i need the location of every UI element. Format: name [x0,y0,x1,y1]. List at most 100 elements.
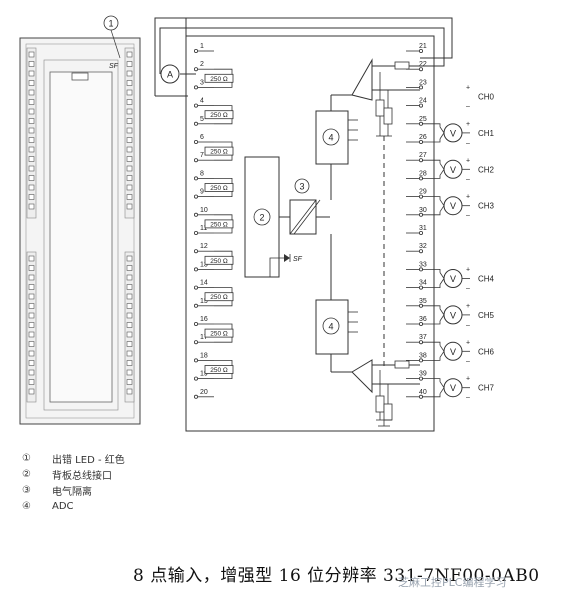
legend-row-4: ④ ADC [22,500,74,512]
module-led [28,137,35,143]
left-terminal-label: 9 [200,189,204,196]
right-terminal-point [418,103,423,108]
right-terminal-label: 21 [419,43,427,50]
module-led [126,303,133,309]
resistor-label: 250 Ω [210,76,228,83]
right-terminal-label: 40 [419,389,427,396]
left-terminal-point [193,376,198,381]
channel-ch5: V+–CH5 [422,303,495,329]
left-terminal-label: 1 [200,43,204,50]
left-terminal-label: 2 [200,61,204,68]
module-led [126,127,133,134]
module-led [28,99,35,105]
module-led [126,369,133,376]
minus-sign: – [466,140,470,147]
module-led [28,331,35,338]
channel-label: CH6 [478,347,495,356]
module-led [28,379,35,385]
module-led [126,331,133,338]
left-terminal-label: 4 [200,98,204,105]
shunt-resistor [204,292,234,302]
left-terminal-label: 20 [200,389,208,396]
left-terminal-point [193,85,198,90]
legend-row-1: ① 出错 LED - 红色 [22,452,125,466]
module-led [28,293,35,300]
left-terminal-label: 7 [200,152,204,159]
module-led [126,165,133,172]
led-column-left [28,51,35,395]
adc-bottom: 4 [315,234,358,373]
svg-text:V: V [450,201,456,211]
module-led [28,156,35,162]
right-terminal-point [418,230,423,235]
ammeter: A [160,64,180,84]
right-terminal-point [418,249,423,254]
left-terminal-point [193,321,198,326]
module-led [28,165,35,172]
right-terminal-label: 29 [419,189,427,196]
callout-3: 3 [299,182,304,192]
sf-label: SF [293,256,303,263]
svg-text:4: 4 [328,133,333,143]
right-terminal-label: 36 [419,316,427,323]
left-terminal-label: 17 [200,334,208,341]
module-led [28,61,35,67]
module-led [28,89,35,96]
plus-sign: + [466,121,470,128]
module-led [126,194,133,200]
left-terminal-label: 19 [200,371,208,378]
left-terminal-point [193,121,198,126]
module-led [28,265,35,271]
module-led [126,108,133,115]
resistor-label: 250 Ω [210,367,228,374]
left-terminal-label: 10 [200,207,208,214]
module-front-view: SF 1 [19,15,141,425]
resistor-label: 250 Ω [210,331,228,338]
module-led [126,388,133,395]
shunt-resistor [204,365,234,374]
module-led [28,146,35,153]
channel-ch4: V+–CH4 [422,267,495,293]
right-terminal-label: 26 [419,134,427,141]
module-led [28,118,35,124]
left-terminal-label: 6 [200,134,204,141]
svg-text:V: V [450,383,456,393]
module-led [28,341,35,347]
module-led [126,293,133,300]
left-terminal-point [193,212,198,217]
module-led [126,379,133,385]
right-terminal-label: 35 [419,298,427,305]
right-terminal-point [418,85,423,90]
right-terminal-label: 37 [419,334,427,341]
legend-row-2: ② 背板总线接口 [22,468,112,482]
watermark: 芝麻工控PLC编程学习 [398,576,507,589]
resistor-label: 250 Ω [210,221,228,228]
left-terminal-point [193,67,198,72]
left-terminal-label: 12 [200,243,208,250]
left-terminal-point [193,194,198,199]
right-terminal-label: 34 [419,280,427,287]
module-led [28,284,35,290]
plus-sign: + [466,157,470,164]
left-terminal-label: 15 [200,298,208,305]
module-led [28,369,35,376]
minus-sign: – [466,104,470,111]
left-terminal-point [193,176,198,181]
module-led [28,70,35,77]
plus-sign: + [466,194,470,201]
module-led [28,108,35,115]
minus-sign: – [466,286,470,293]
module-led [126,70,133,77]
module-led [126,175,133,181]
module-led [28,388,35,395]
left-terminal-point [193,103,198,108]
module-led [28,194,35,200]
resistor-label: 250 Ω [210,112,228,119]
module-led [28,51,35,58]
left-terminal-label: 16 [200,316,208,323]
module-led [28,322,35,328]
module-led [126,137,133,143]
